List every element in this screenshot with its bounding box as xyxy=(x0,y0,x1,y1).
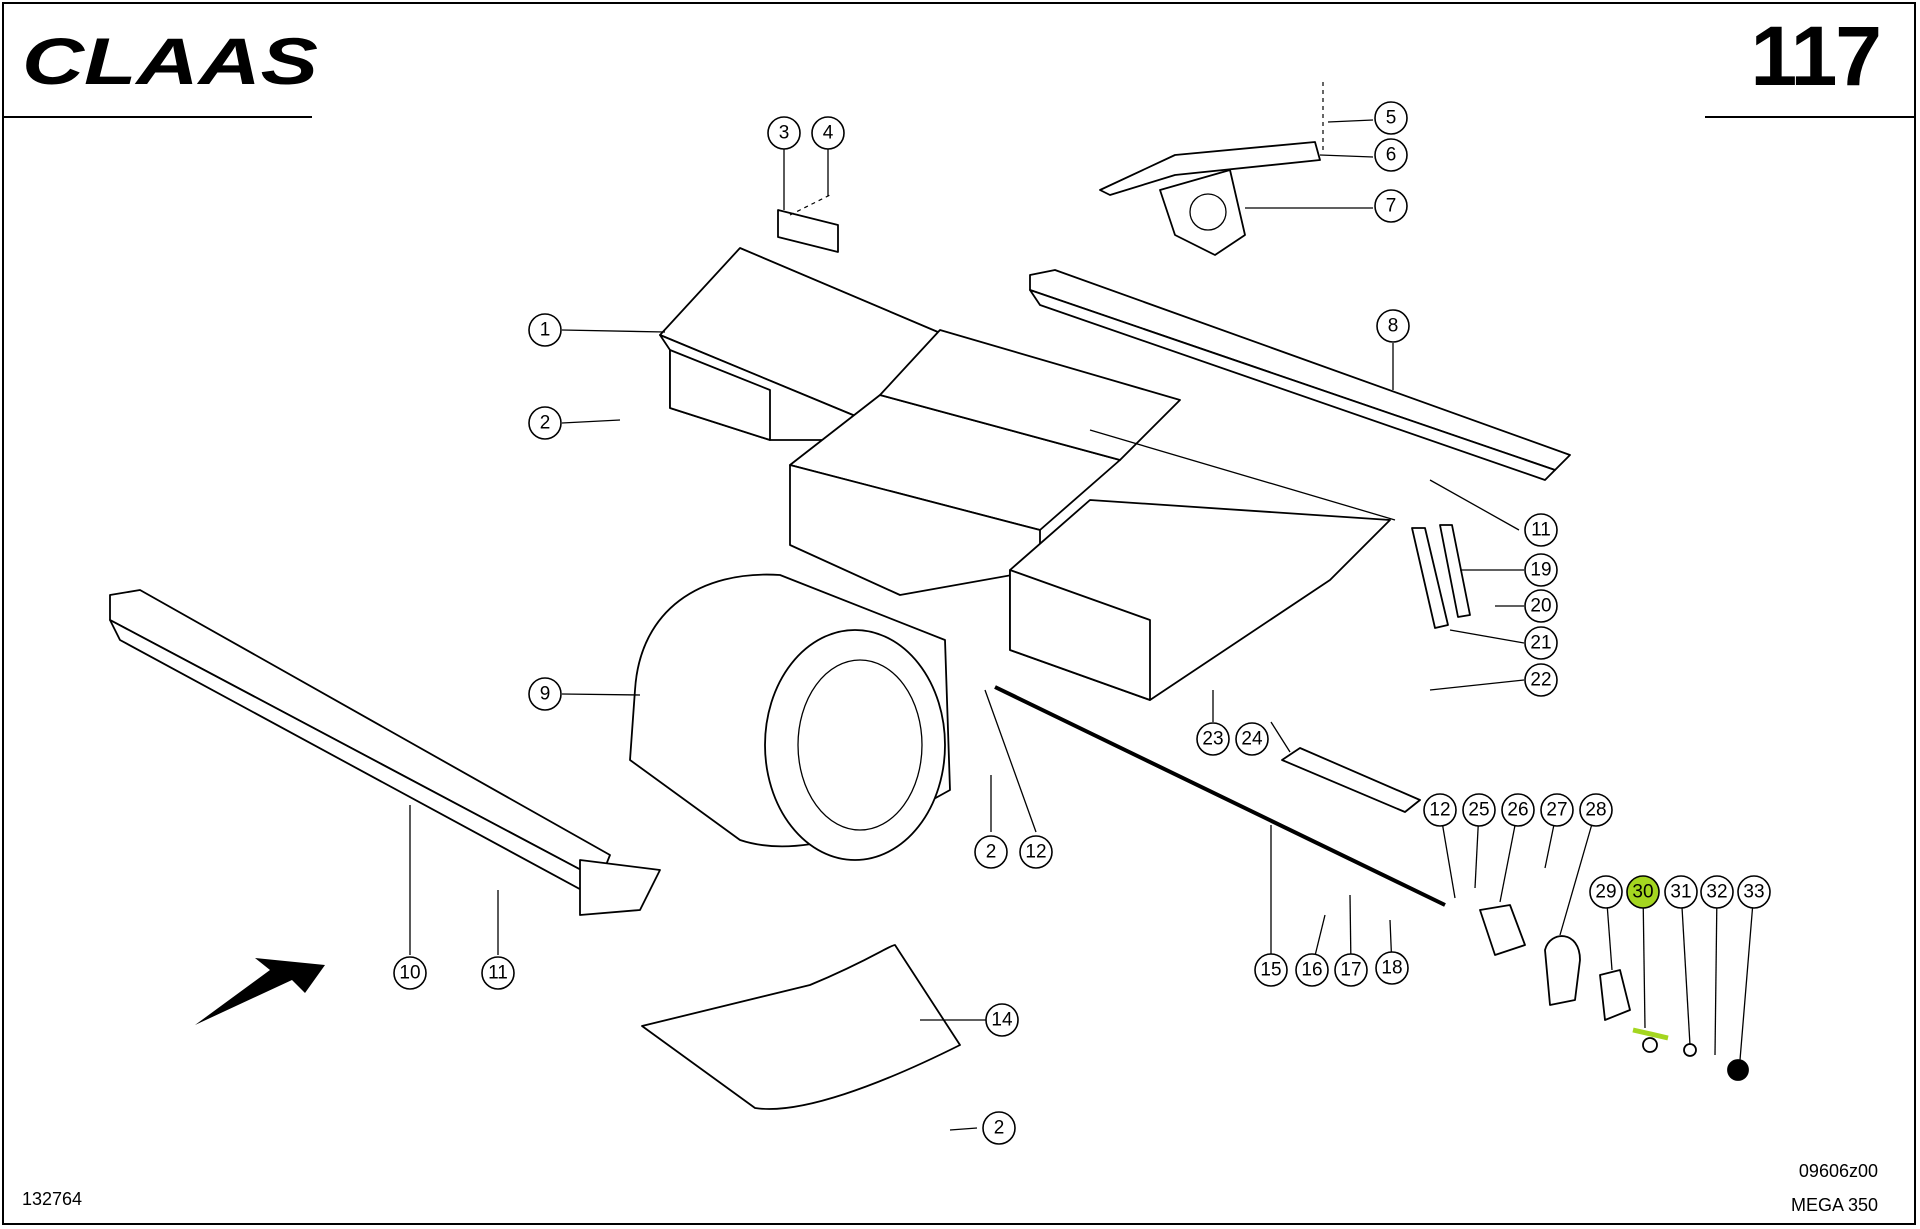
callout-23[interactable]: 23 xyxy=(1196,722,1230,756)
brand-wordmark: CLAAS xyxy=(22,30,318,92)
small-brackets-26-28-29 xyxy=(1479,904,1749,1081)
svg-text:32: 32 xyxy=(1706,882,1727,903)
svg-text:33: 33 xyxy=(1743,882,1764,903)
svg-text:5: 5 xyxy=(1386,108,1397,129)
callout-7[interactable]: 7 xyxy=(1374,189,1408,223)
callout-9[interactable]: 9 xyxy=(528,677,562,711)
callout-4[interactable]: 4 xyxy=(811,116,845,150)
callouts: 1 2 3 4 5 6 7 8 9 2 12 10 11 11 19 20 21… xyxy=(393,101,1771,1145)
callout-32[interactable]: 32 xyxy=(1700,875,1734,909)
callout-2[interactable]: 2 xyxy=(528,406,562,440)
svg-text:23: 23 xyxy=(1202,729,1223,750)
beam-part-8 xyxy=(1029,269,1571,481)
callout-2b[interactable]: 2 xyxy=(974,835,1008,869)
duct-assembly-center xyxy=(789,329,1396,701)
rod-part-15 xyxy=(994,685,1446,907)
callout-2c[interactable]: 2 xyxy=(982,1111,1016,1145)
callout-28[interactable]: 28 xyxy=(1579,793,1613,827)
svg-text:11: 11 xyxy=(1531,520,1551,541)
svg-text:17: 17 xyxy=(1340,960,1361,981)
svg-text:29: 29 xyxy=(1595,882,1616,903)
svg-text:19: 19 xyxy=(1530,560,1551,581)
callout-11b[interactable]: 11 xyxy=(1524,513,1558,547)
callout-3[interactable]: 3 xyxy=(767,116,801,150)
svg-text:28: 28 xyxy=(1585,800,1606,821)
svg-text:7: 7 xyxy=(1386,196,1397,217)
callout-21[interactable]: 21 xyxy=(1524,626,1558,660)
svg-text:24: 24 xyxy=(1241,729,1263,750)
svg-text:8: 8 xyxy=(1388,316,1399,337)
strip-part-19-21 xyxy=(1411,524,1471,629)
cover-part-14 xyxy=(641,944,961,1110)
callout-10[interactable]: 10 xyxy=(393,956,427,990)
callout-17[interactable]: 17 xyxy=(1334,953,1368,987)
svg-text:12: 12 xyxy=(1025,842,1046,863)
leader-lines xyxy=(409,119,1755,1131)
model-name: MEGA 350 xyxy=(1790,1195,1878,1215)
callout-5[interactable]: 5 xyxy=(1374,101,1408,135)
callout-12b[interactable]: 12 xyxy=(1423,793,1457,827)
callout-22[interactable]: 22 xyxy=(1524,663,1558,697)
callout-18[interactable]: 18 xyxy=(1375,951,1409,985)
callout-19[interactable]: 19 xyxy=(1524,553,1558,587)
callout-14[interactable]: 14 xyxy=(985,1003,1019,1037)
callout-24[interactable]: 24 xyxy=(1235,722,1269,756)
svg-text:2: 2 xyxy=(540,413,551,434)
svg-text:4: 4 xyxy=(823,123,834,144)
plate-part-24 xyxy=(1281,747,1421,813)
svg-text:12: 12 xyxy=(1429,800,1450,821)
svg-text:1: 1 xyxy=(540,320,551,341)
fan-housing-part-9 xyxy=(629,573,951,861)
callout-1[interactable]: 1 xyxy=(528,313,562,347)
callout-25[interactable]: 25 xyxy=(1462,793,1496,827)
plate-part-3 xyxy=(777,194,839,253)
svg-text:26: 26 xyxy=(1507,800,1528,821)
callout-16[interactable]: 16 xyxy=(1295,953,1329,987)
callout-26[interactable]: 26 xyxy=(1501,793,1535,827)
svg-text:18: 18 xyxy=(1381,958,1402,979)
svg-text:25: 25 xyxy=(1468,800,1489,821)
svg-text:30: 30 xyxy=(1632,882,1653,903)
frame-beam-part-10 xyxy=(109,589,661,916)
bracket-part-6-7 xyxy=(1099,82,1324,256)
page-number: 117 xyxy=(1750,9,1882,103)
duct-part-1 xyxy=(659,247,946,441)
svg-text:22: 22 xyxy=(1530,670,1551,691)
drawing-code: 09606z00 xyxy=(1798,1161,1878,1181)
svg-text:3: 3 xyxy=(779,123,790,144)
callout-15[interactable]: 15 xyxy=(1254,953,1288,987)
svg-text:15: 15 xyxy=(1260,960,1281,981)
svg-text:16: 16 xyxy=(1301,960,1322,981)
callout-31[interactable]: 31 xyxy=(1664,875,1698,909)
svg-text:9: 9 xyxy=(540,684,551,705)
svg-text:20: 20 xyxy=(1530,596,1551,617)
claas-logo: CLAAS xyxy=(22,30,318,92)
callout-11[interactable]: 11 xyxy=(481,956,515,990)
header-rule-left xyxy=(2,116,312,118)
header-rule-right xyxy=(1705,116,1916,118)
svg-text:31: 31 xyxy=(1670,882,1691,903)
callout-27[interactable]: 27 xyxy=(1540,793,1574,827)
svg-text:14: 14 xyxy=(991,1010,1013,1031)
svg-text:10: 10 xyxy=(399,963,420,984)
direction-arrow-icon xyxy=(195,958,325,1025)
callout-20[interactable]: 20 xyxy=(1524,589,1558,623)
svg-text:11: 11 xyxy=(488,963,508,984)
svg-text:2: 2 xyxy=(986,842,997,863)
callout-33[interactable]: 33 xyxy=(1737,875,1771,909)
callout-6[interactable]: 6 xyxy=(1374,138,1408,172)
illustration-number: 132764 xyxy=(22,1189,83,1209)
callout-12[interactable]: 12 xyxy=(1019,835,1053,869)
callout-29[interactable]: 29 xyxy=(1589,875,1623,909)
svg-text:2: 2 xyxy=(994,1118,1005,1139)
svg-text:21: 21 xyxy=(1530,633,1551,654)
callout-30-highlighted[interactable]: 30 xyxy=(1626,875,1660,909)
svg-text:6: 6 xyxy=(1386,145,1397,166)
callout-8[interactable]: 8 xyxy=(1376,309,1410,343)
svg-text:27: 27 xyxy=(1546,800,1567,821)
